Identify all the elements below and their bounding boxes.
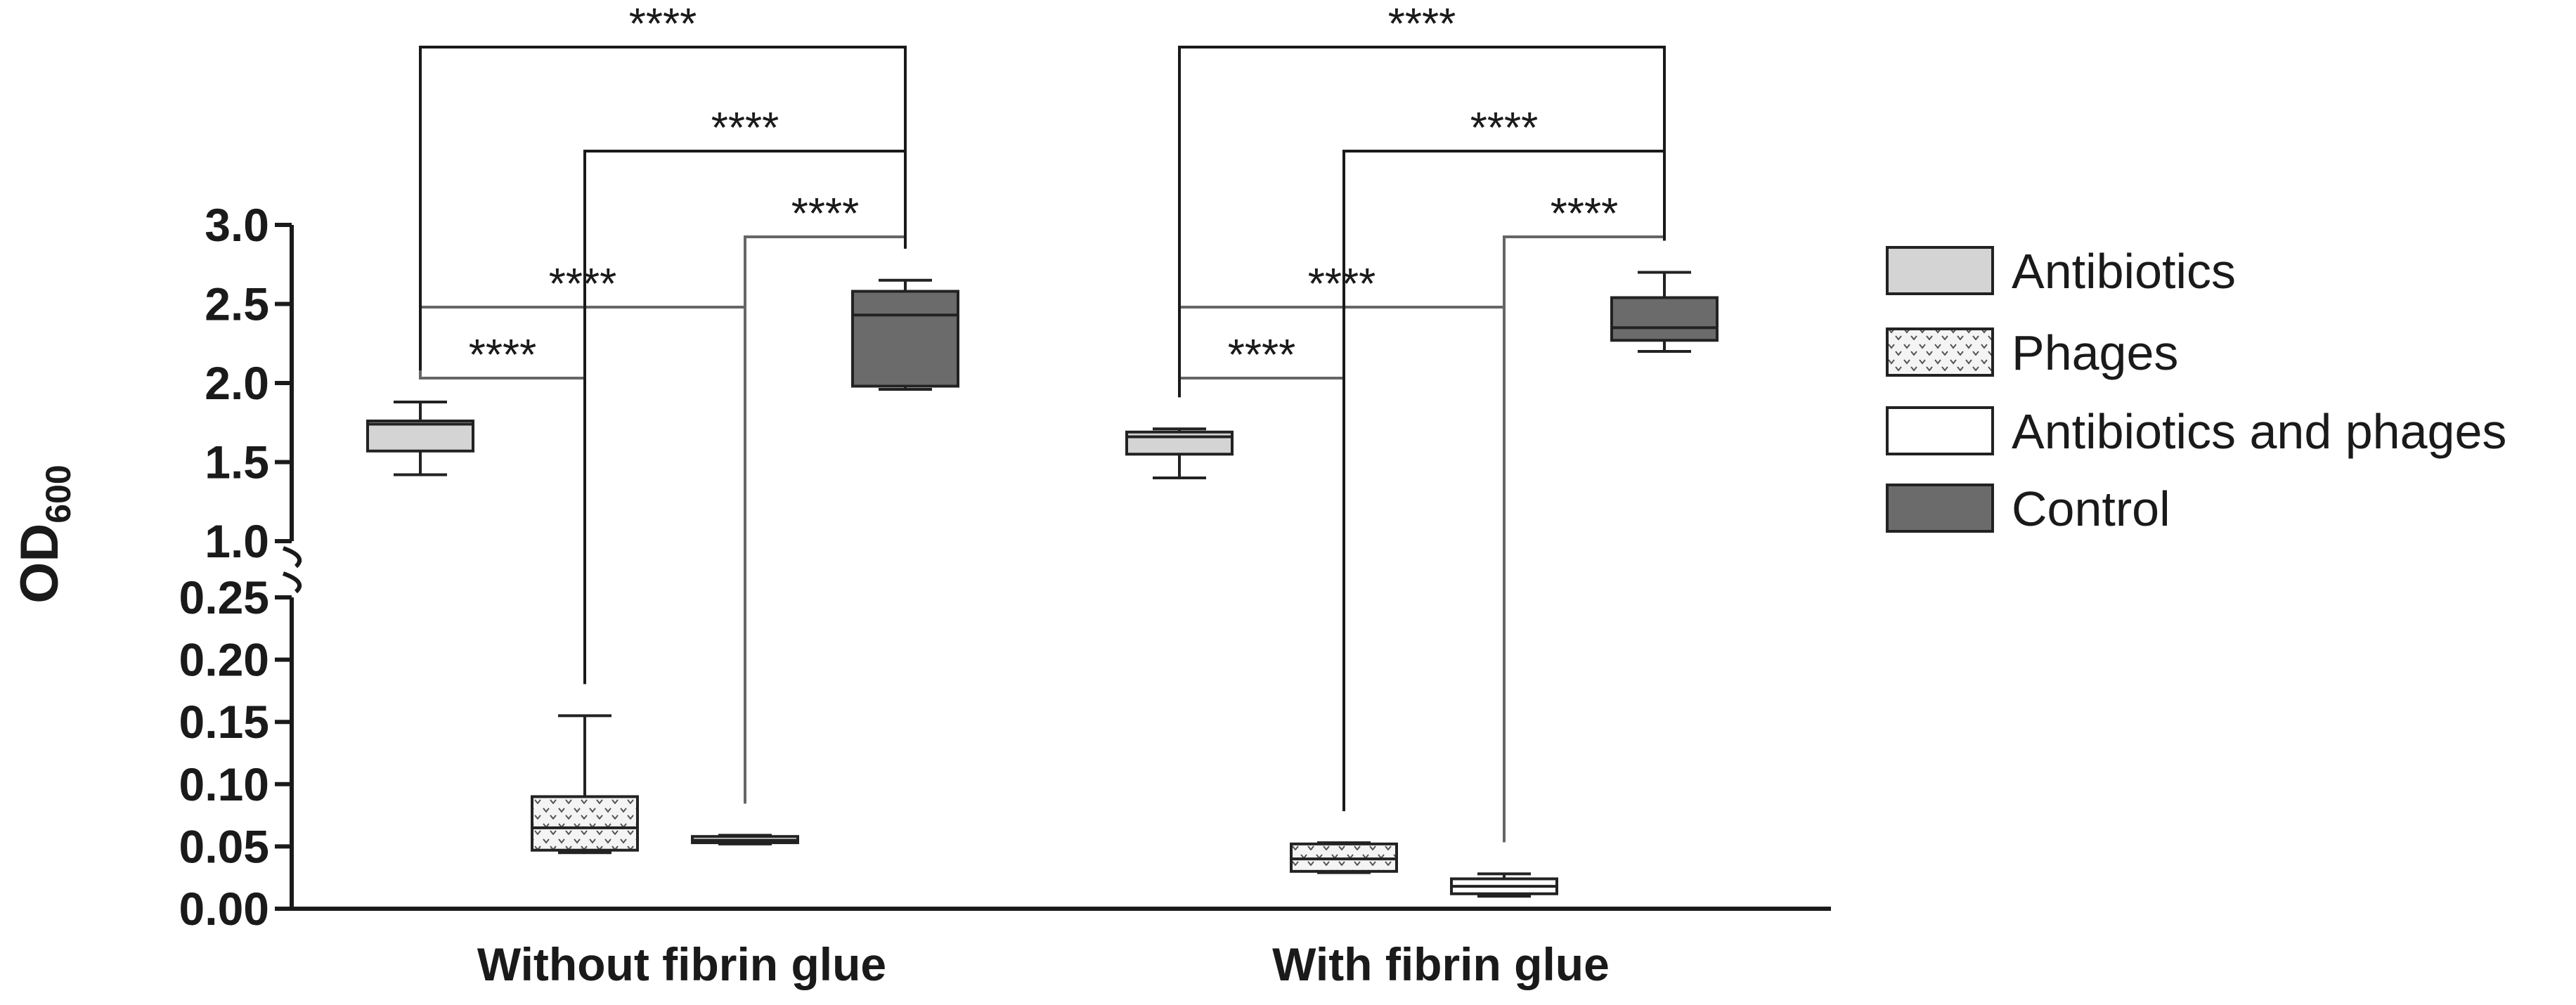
x-group-label: Without fibrin glue	[477, 938, 886, 990]
axis-break-mark-lower	[282, 571, 302, 594]
significance-label: ****	[791, 190, 860, 238]
significance-label: ****	[1388, 0, 1456, 48]
y-tick-label: 1.0	[205, 515, 269, 567]
box-2-1	[1450, 872, 1558, 898]
box-3-0	[851, 278, 959, 391]
significance-label: ****	[711, 104, 779, 153]
significance-label: ****	[469, 331, 537, 380]
y-axis: 1.0 1.5 2.0 2.5 3.0 0.00 0.05 0.10 0.15 0.20 0.25	[179, 199, 1831, 935]
legend-swatch	[1886, 406, 1994, 455]
y-tick-label: 3.0	[205, 199, 269, 251]
y-tick-label: 0.25	[179, 571, 269, 623]
box-iqr	[1610, 296, 1719, 342]
legend-label: Phages	[2012, 325, 2178, 380]
significance-bracket	[419, 306, 746, 804]
significance-label: ****	[629, 0, 697, 48]
y-tick-label: 1.5	[205, 436, 269, 488]
box-3-1	[1610, 271, 1719, 353]
y-tick-label: 0.05	[179, 820, 269, 872]
box-1-1	[1290, 841, 1398, 874]
significance-label: ****	[1228, 331, 1296, 380]
y-tick-label: 2.5	[205, 278, 269, 330]
y-tick-label: 0.10	[179, 758, 269, 810]
legend-swatch	[1886, 484, 1994, 533]
y-tick-label: 0.00	[179, 883, 269, 935]
group-labels: Without fibrin glue With fibrin glue	[477, 938, 1610, 990]
significance-label: ****	[1308, 260, 1376, 309]
legend-swatch	[1886, 246, 1994, 295]
significance-label: ****	[549, 260, 617, 309]
box-1-0	[531, 714, 639, 855]
box-0-0	[366, 401, 474, 476]
y-tick-label: 0.20	[179, 634, 269, 686]
box-iqr	[851, 290, 959, 388]
legend-label: Control	[2012, 481, 2170, 536]
y-axis-label: OD600	[10, 465, 78, 603]
box-2-0	[691, 834, 799, 845]
legend-swatch	[1886, 328, 1994, 377]
y-tick-label: 2.0	[205, 357, 269, 409]
axis-break-mark-upper	[282, 546, 302, 569]
legend-label: Antibiotics and phages	[2012, 404, 2506, 459]
significance-brackets: ****************************************	[419, 0, 1666, 843]
significance-label: ****	[1551, 190, 1619, 238]
y-axis-label-subscript: 600	[39, 465, 78, 523]
y-axis-label-main: OD	[10, 524, 70, 604]
box-iqr	[1125, 430, 1234, 456]
box-iqr	[366, 420, 474, 453]
significance-bracket	[419, 46, 907, 370]
significance-bracket	[1178, 306, 1506, 843]
significance-label: ****	[1470, 104, 1539, 153]
x-group-label: With fibrin glue	[1272, 938, 1610, 990]
y-tick-label: 0.15	[179, 696, 269, 748]
significance-bracket	[1178, 46, 1666, 398]
box-0-1	[1125, 427, 1234, 479]
box-iqr	[531, 795, 639, 852]
box-plot-marks	[366, 271, 1719, 898]
significance-bracket	[419, 370, 586, 685]
legend-label: Antibiotics	[2012, 244, 2236, 299]
